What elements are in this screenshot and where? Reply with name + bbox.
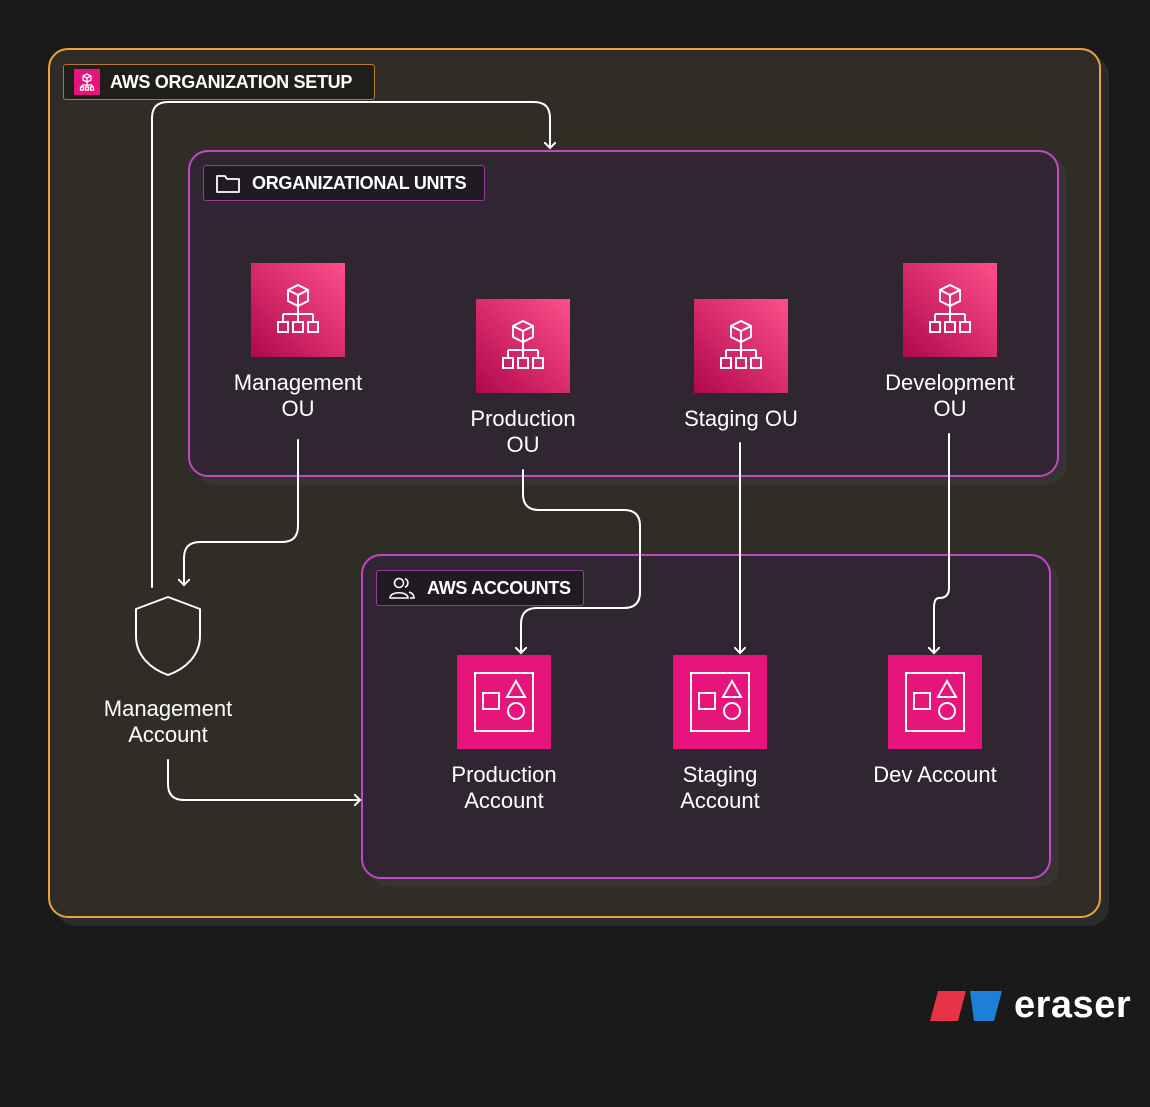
account-icon <box>474 672 534 732</box>
aws-accounts-title: AWS ACCOUNTS <box>427 577 571 598</box>
edge-development-ou-to-dev-account <box>934 433 950 653</box>
organizational-unit-icon <box>929 283 971 333</box>
edge-management-ou-to-management-account <box>184 439 299 585</box>
development-ou-node <box>903 263 997 357</box>
eraser-brand-name: eraser <box>1014 984 1132 1026</box>
eraser-brand[interactable]: eraser <box>930 984 1131 1027</box>
staging-ou-node <box>694 299 788 393</box>
account-icon <box>905 672 965 732</box>
organizational-unit-icon <box>720 319 762 369</box>
edge-management-account-to-organizational-units <box>151 101 550 588</box>
organizational-unit-icon <box>277 283 319 333</box>
organizational-units-title: ORGANIZATIONAL UNITS <box>252 172 467 193</box>
management-ou-node <box>251 263 345 357</box>
staging-account-node <box>673 655 767 749</box>
dev-account-label: Dev Account <box>873 762 997 787</box>
eraser-logo-icon <box>930 990 1002 1021</box>
organizational-units-tag: ORGANIZATIONAL UNITS <box>203 165 485 201</box>
organizational-unit-icon <box>502 319 544 369</box>
account-icon <box>690 672 750 732</box>
shield-icon <box>135 596 201 676</box>
aws-organization-tag: AWS ORGANIZATION SETUP <box>63 64 375 100</box>
dev-account-node <box>888 655 982 749</box>
aws-organization-title: AWS ORGANIZATION SETUP <box>110 71 353 92</box>
staging-ou-label: Staging OU <box>684 406 798 431</box>
organizations-icon <box>74 69 100 95</box>
production-ou-node <box>476 299 570 393</box>
users-icon <box>389 577 415 599</box>
folder-icon <box>216 175 240 193</box>
production-account-node <box>457 655 551 749</box>
edge-production-ou-to-production-account <box>521 469 641 653</box>
edge-management-account-to-aws-accounts <box>167 759 360 800</box>
aws-accounts-tag: AWS ACCOUNTS <box>376 570 584 606</box>
